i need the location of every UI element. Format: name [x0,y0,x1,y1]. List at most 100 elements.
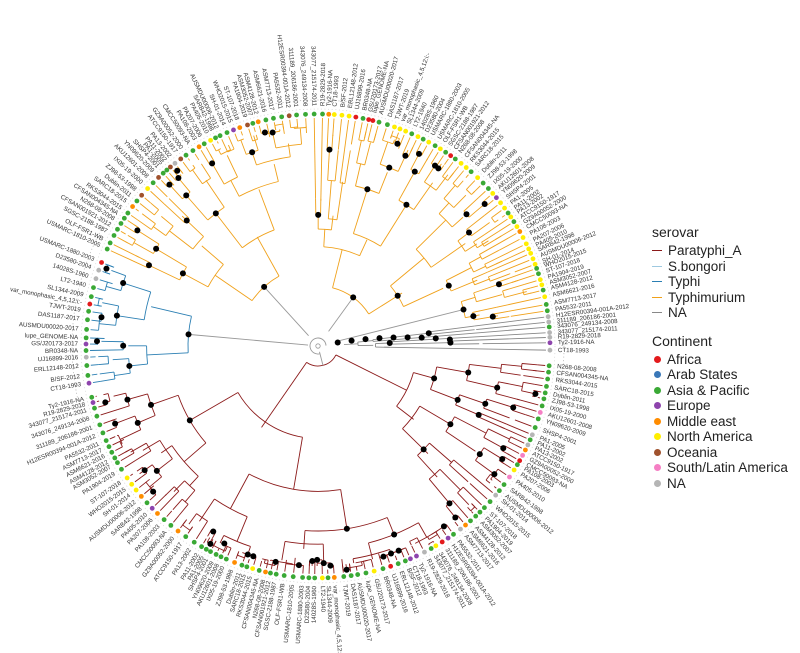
tip-dot [428,546,434,551]
tip-dot [97,422,103,428]
branch-line [511,449,520,454]
branch-line [133,242,154,254]
bootstrap-node [446,336,453,343]
bootstrap-node [134,419,141,426]
tip-dot [487,499,493,505]
branch-line [100,378,116,382]
bootstrap-node [309,558,316,565]
branch-line [481,231,499,243]
tip-dot [201,141,207,147]
tip-dot [150,180,156,186]
tip-dot [84,327,89,332]
branch-line [481,249,500,260]
bootstrap-node [103,265,110,272]
branch-line [117,405,130,411]
tip-dot [208,137,213,143]
branch-line [159,499,171,511]
branch-line [446,267,472,281]
branch-line [521,390,533,394]
tip-label: Ty2-1916-NA [558,339,595,347]
branch-line [472,475,493,493]
serovar-swatch [652,265,662,267]
branch-arc [470,506,476,512]
bootstrap-node [404,334,411,341]
tip-label: lupe_GENOME-NA [25,332,79,341]
branch-line [229,473,250,510]
branch-line [330,215,334,230]
branch-arc [346,564,363,569]
branch-line [403,287,444,307]
root-node [315,343,321,349]
branch-line [508,304,543,312]
branch-line [100,409,118,416]
tip-dot [96,267,102,273]
branch-line [418,522,428,538]
tip-dot [87,301,93,307]
bootstrap-node [150,488,157,495]
tip-dot [320,111,325,117]
tip-dot [103,438,109,443]
branch-line [106,285,122,291]
bootstrap-node [113,312,120,319]
bootstrap-node [141,467,148,474]
tip-dot [183,534,189,540]
branch-line [461,510,469,519]
tip-dot [263,569,268,575]
branch-line [493,316,510,320]
tip-dot [145,186,151,191]
tip-dot [363,570,369,576]
branch-line [127,452,135,457]
branch-line [494,210,502,216]
tip-dot [83,341,89,347]
tip-dot [480,180,486,186]
serovar-legend-title: serovar [652,224,699,240]
branch-line [508,441,515,446]
branch-line [405,547,410,556]
branch-arc [438,213,453,228]
branch-line [97,305,102,307]
bootstrap-node [394,140,401,147]
branch-line [476,294,503,303]
branch-arc [143,291,152,320]
branch-line [137,219,152,230]
tip-dot [86,308,92,314]
bootstrap-node [153,245,160,252]
branch-line [463,197,479,212]
branch-line [129,393,148,400]
branch-line [343,343,358,346]
branch-line [284,559,287,572]
tip-dot [129,481,135,487]
branch-arc [107,356,110,364]
branch-line [427,536,430,540]
branch-line [116,315,145,321]
branch-line [483,447,503,460]
tip-dot [546,369,551,375]
branch-line [378,172,388,194]
tip-dot [545,314,551,320]
branch-line [150,202,159,211]
branch-line [516,398,539,406]
branch-line [506,423,529,434]
serovar-swatch [652,250,662,252]
tip-dot [183,152,189,158]
tip-dot [537,410,543,415]
continent-legend-item: North America [652,429,798,445]
branch-line [471,191,475,195]
branch-line [92,380,101,383]
tip-dot [546,363,552,369]
branch-line [273,163,279,182]
branch-line [303,530,306,549]
serovar-label: Typhimurium [668,289,746,305]
branch-line [141,213,156,225]
bootstrap-node [494,384,501,391]
branch-line [327,149,330,181]
tip-dot [543,302,549,307]
branch-line [428,478,449,502]
tip-dot [208,549,213,554]
branch-line [537,364,546,366]
tip-dot [85,317,90,323]
tip-dot [443,149,449,155]
bootstrap-node [376,335,383,342]
branch-line [248,128,252,137]
branch-line [479,337,546,341]
